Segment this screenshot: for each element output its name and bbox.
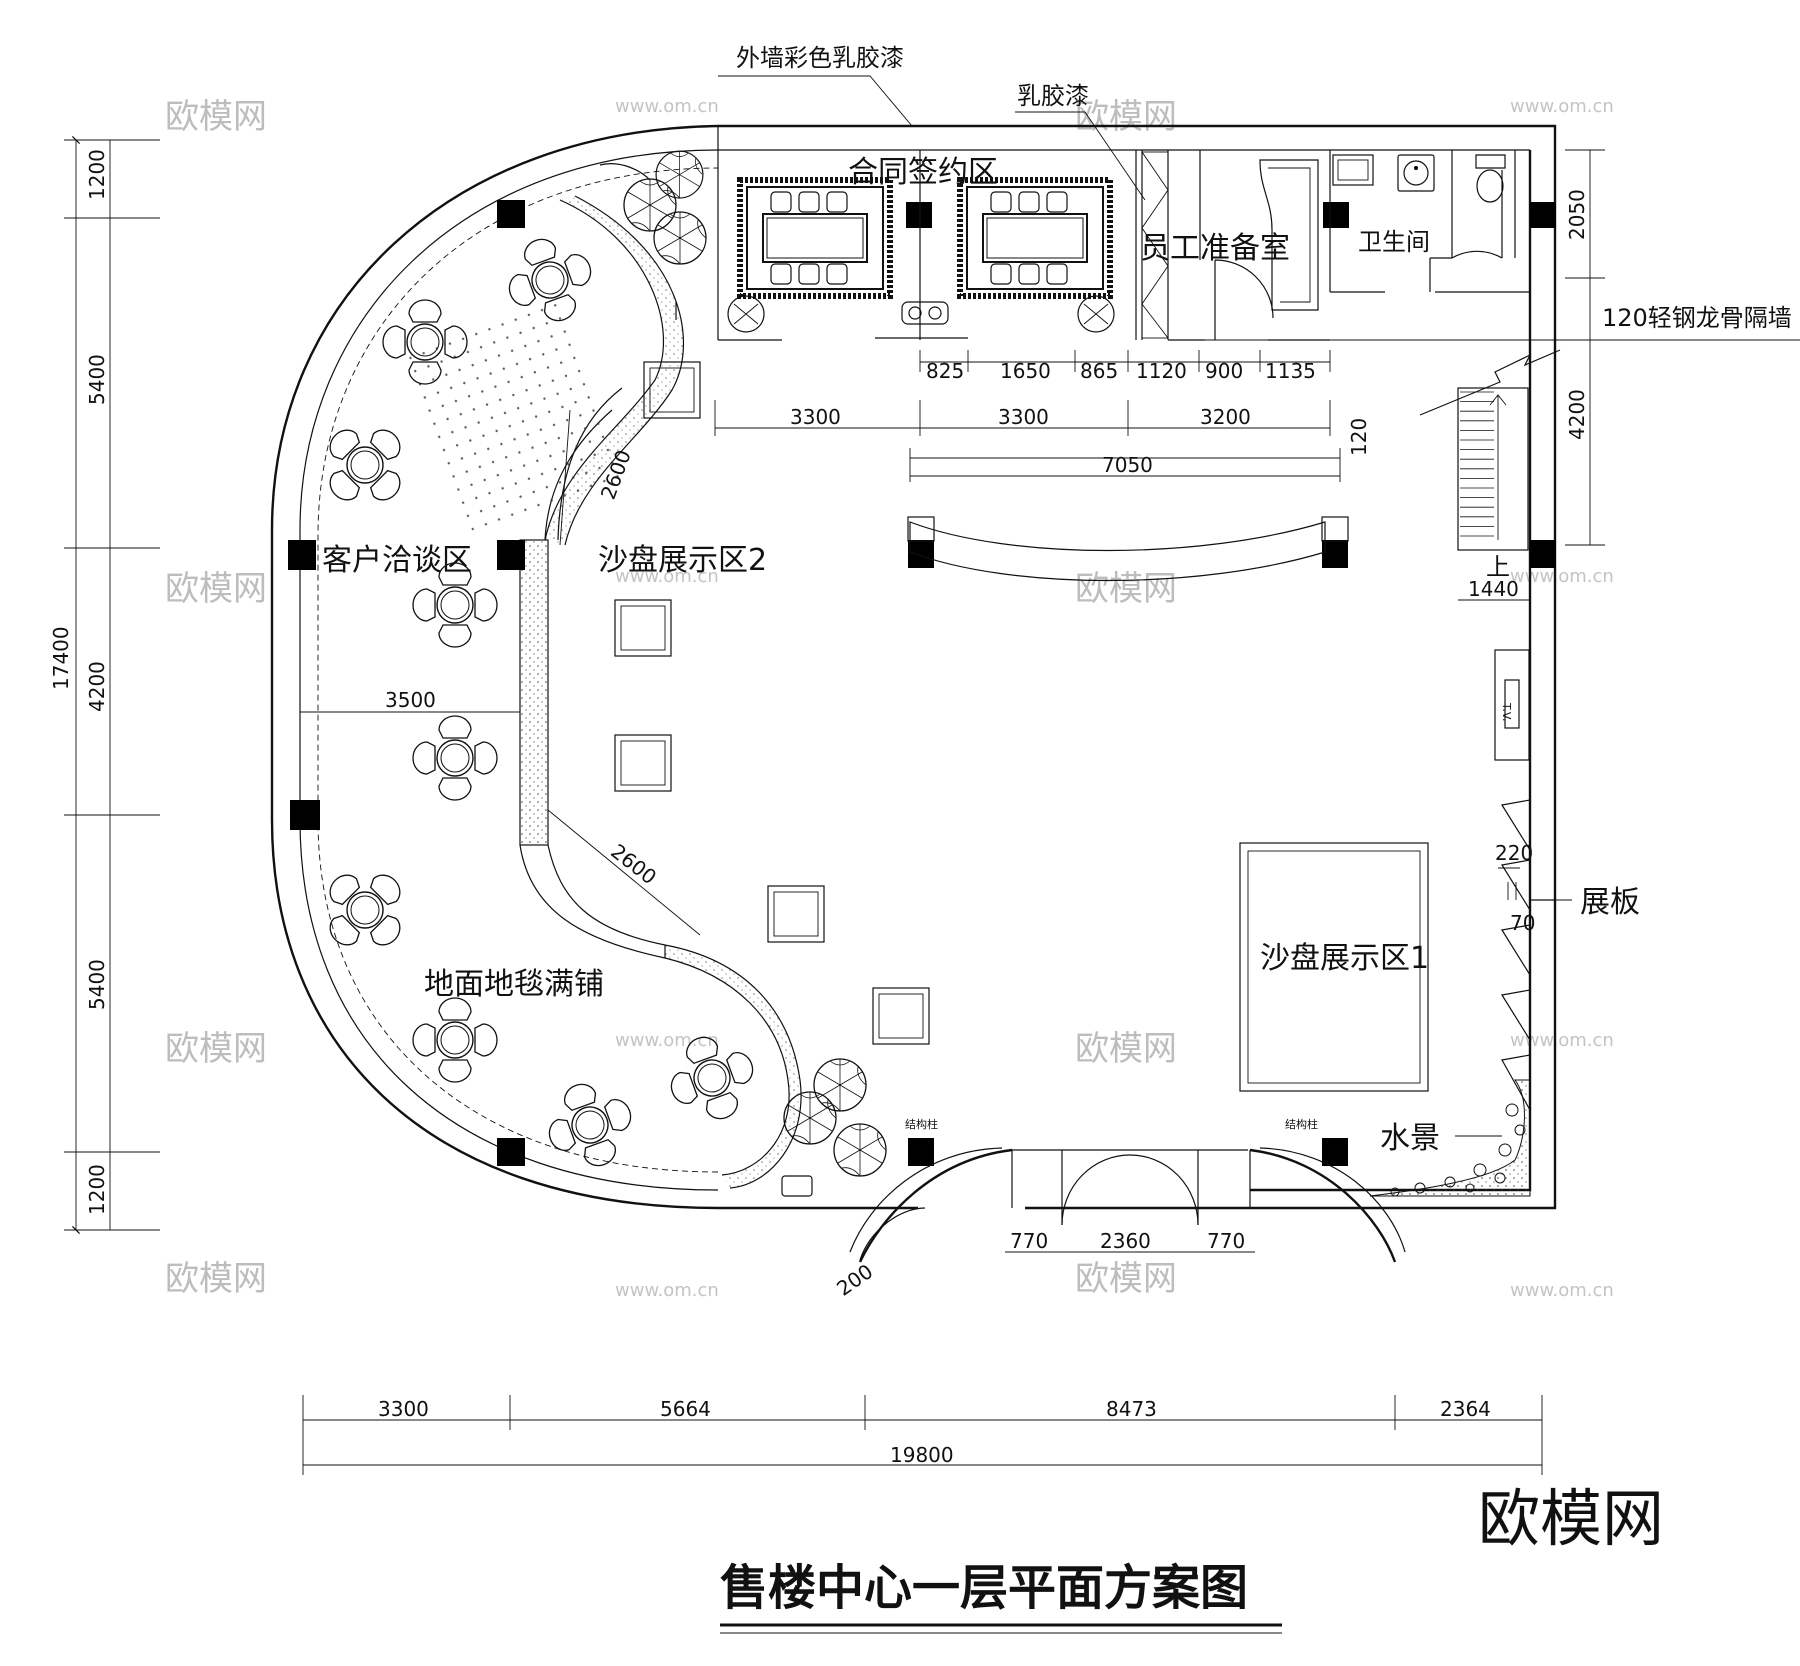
dim-bottom: 5664 [660, 1397, 711, 1421]
column [908, 1138, 934, 1166]
watermark: 欧模网 [165, 569, 267, 609]
watermark: www.om.cn [1510, 1280, 1614, 1301]
dim-beam: 7050 [1102, 453, 1153, 477]
label-light-steel-wall: 120轻钢龙骨隔墙 [1602, 304, 1792, 332]
dim-left-seg: 5400 [85, 354, 109, 405]
label-exterior-paint: 外墙彩色乳胶漆 [736, 44, 904, 72]
column [1530, 202, 1556, 228]
dim-top: 1135 [1265, 359, 1316, 383]
dim-top: 1650 [1000, 359, 1051, 383]
dim-mid: 3200 [1200, 405, 1251, 429]
dim-seating: 3500 [385, 688, 436, 712]
outer-walls [270, 124, 1557, 1210]
dim-left-seg: 1200 [85, 149, 109, 200]
restroom [1332, 150, 1530, 293]
label-carpet: 地面地毯满铺 [424, 967, 604, 1002]
label-restroom: 卫生间 [1358, 228, 1430, 256]
dim-board-b: 70 [1510, 911, 1535, 935]
dim-bottom: 8473 [1106, 1397, 1157, 1421]
watermark: 欧模网 [1075, 1259, 1177, 1299]
watermark: 欧模网 [1075, 569, 1177, 609]
plan-title: 售楼中心一层平面方案图 [720, 1560, 1248, 1616]
staircase [1419, 349, 1561, 551]
column [1530, 540, 1556, 568]
column [1322, 540, 1348, 568]
column [906, 202, 932, 228]
dim-door: 770 [1010, 1229, 1048, 1253]
dimension-lines [64, 75, 1800, 1634]
label-sand-table-1: 沙盘展示区1 [1260, 941, 1429, 976]
dim-door-offset: 200 [832, 1259, 877, 1301]
dim-board-a: 220 [1495, 841, 1533, 865]
column [1323, 202, 1349, 228]
dim-mid: 3300 [790, 405, 841, 429]
dim-left-total: 17400 [49, 626, 73, 690]
dim-mid: 3300 [998, 405, 1049, 429]
sand-table-1-frame [1239, 842, 1429, 1092]
label-contract-area: 合同签约区 [848, 155, 998, 190]
tv-and-boards: T.V. [1494, 649, 1555, 1113]
contract-area-furniture [675, 150, 1115, 341]
dim-left-seg: 5400 [85, 959, 109, 1010]
watermark: www.om.cn [615, 96, 719, 117]
column [497, 1138, 525, 1166]
dim-top: 825 [926, 359, 964, 383]
label-display-board: 展板 [1580, 885, 1640, 920]
labels: 外墙彩色乳胶漆 乳胶漆 合同签约区 员工准备室 卫生间 120轻钢龙骨隔墙 客户… [49, 44, 1792, 1616]
watermark: www.om.cn [615, 566, 719, 587]
carpet-band [400, 195, 802, 1189]
dim-left-seg: 4200 [85, 661, 109, 712]
plants [599, 150, 887, 1197]
dim-door: 2360 [1100, 1229, 1151, 1253]
svg-text:结构柱: 结构柱 [905, 1117, 938, 1131]
dim-right-seg: 4200 [1565, 389, 1589, 440]
watermark: 欧模网 [1075, 97, 1177, 137]
watermark: www.om.cn [615, 1030, 719, 1051]
watermark: 欧模网 [165, 1259, 267, 1299]
dim-beam-small: 120 [1347, 418, 1371, 456]
beam-elements [907, 516, 1349, 582]
column [497, 200, 525, 228]
column [1322, 1138, 1348, 1166]
watermark-logo: 欧模网 [1478, 1482, 1664, 1555]
watermark-layer: 欧模网 www.om.cn 欧模网 www.om.cn 欧模网 www.om.cn 欧模网 w… [165, 96, 1614, 1301]
svg-text:T.V.: T.V. [1500, 702, 1513, 722]
column [497, 540, 525, 570]
dim-door: 770 [1207, 1229, 1245, 1253]
label-latex-paint: 乳胶漆 [1017, 82, 1089, 110]
dim-top: 900 [1205, 359, 1243, 383]
structural-columns [288, 200, 1556, 1166]
watermark: 欧模网 [165, 97, 267, 137]
dim-bottom-total: 19800 [890, 1443, 954, 1467]
display-pedestals [614, 361, 930, 1045]
dim-curve: 2600 [606, 839, 661, 889]
dim-bottom: 3300 [378, 1397, 429, 1421]
dim-bottom: 2364 [1440, 1397, 1491, 1421]
dim-right-seg: 2050 [1565, 189, 1589, 240]
label-up: 上 [1486, 553, 1510, 581]
dim-top: 865 [1080, 359, 1118, 383]
dim-left-seg: 1200 [85, 1164, 109, 1215]
watermark: 欧模网 [1075, 1029, 1177, 1069]
column [288, 540, 316, 570]
watermark: www.om.cn [1510, 566, 1614, 587]
dim-stairs: 1440 [1468, 577, 1519, 601]
column [290, 800, 320, 830]
label-staff-room: 员工准备室 [1140, 231, 1290, 266]
watermark: 欧模网 [165, 1029, 267, 1069]
staff-room [1135, 150, 1385, 341]
watermark: www.om.cn [615, 1280, 719, 1301]
watermark: www.om.cn [1510, 1030, 1614, 1051]
water-feature [1369, 1079, 1531, 1197]
watermark: www.om.cn [1510, 96, 1614, 117]
label-water-feature: 水景 [1380, 1121, 1440, 1156]
label-client-area: 客户洽谈区 [322, 543, 472, 578]
svg-text:结构柱: 结构柱 [1285, 1117, 1318, 1131]
entrance-doors: 结构柱 结构柱 [849, 1117, 1406, 1263]
column [908, 540, 934, 568]
dim-top: 1120 [1136, 359, 1187, 383]
label-sand-table-2: 沙盘展示区2 [598, 543, 767, 578]
